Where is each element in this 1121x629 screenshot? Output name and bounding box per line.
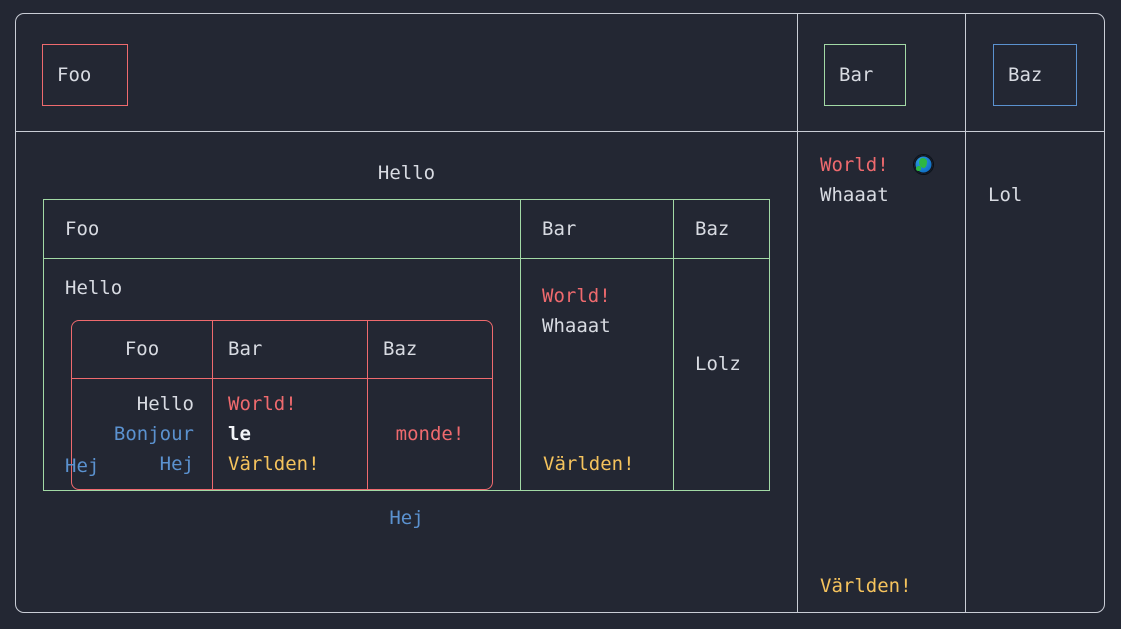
outer-body-cell-world: World! Whaaat Världen! <box>798 132 966 612</box>
middle-table-footer: Hej <box>389 507 424 530</box>
green-header-foo: Foo <box>44 200 521 259</box>
chip-foo-label: Foo <box>57 63 92 86</box>
red-body-line-varlden: Världen! <box>228 453 320 476</box>
chip-baz-label: Baz <box>1008 63 1043 86</box>
outer-body-cell-lol: Lol <box>966 132 1104 612</box>
red-body-line-le: le <box>228 423 251 446</box>
red-body-line-bonjour: Bonjour <box>113 423 194 446</box>
red-body-line-monde: monde! <box>395 423 465 446</box>
green-body-world-line2: Whaaat <box>542 315 611 338</box>
outer-body-lol-line1: Lol <box>988 184 1023 206</box>
chip-bar[interactable]: Bar <box>824 44 906 106</box>
green-body-world-text: World! Whaaat <box>521 259 673 341</box>
middle-table-wrapper: Hello Foo Bar Baz Hello <box>16 132 797 612</box>
outer-body-lol-text: Lol <box>966 132 1104 210</box>
red-header-baz: Baz <box>368 321 492 379</box>
red-body-line-world: World! <box>228 393 297 415</box>
red-body-cell-worlds: World! le Världen! <box>213 379 368 490</box>
chip-bar-label: Bar <box>839 63 874 86</box>
green-header-bar-label: Bar <box>542 217 577 240</box>
outer-table: Foo Bar Baz Hello Foo Bar Baz <box>15 13 1105 613</box>
green-body-world-bottom: Världen! <box>543 453 635 476</box>
red-body-line-hej: Hej <box>159 453 194 476</box>
earth-globe-icon <box>914 155 934 174</box>
outer-body-world-text: World! Whaaat <box>798 132 965 210</box>
green-body-hej-label: Hej <box>65 455 100 478</box>
middle-table-title: Hello <box>377 162 436 184</box>
green-header-baz: Baz <box>674 200 769 259</box>
green-body-cell-world: World! Whaaat Världen! <box>521 259 674 491</box>
outer-body-world-line1-wrap: World! <box>820 150 965 180</box>
red-header-bar-label: Bar <box>228 338 263 360</box>
chip-baz[interactable]: Baz <box>993 44 1077 106</box>
green-body-hello-label: Hello <box>65 277 123 299</box>
green-header-baz-label: Baz <box>695 217 730 240</box>
red-body-cell-greetings: Hello Bonjour Hej <box>72 379 213 490</box>
green-body-lolz-line1: Lolz <box>695 353 741 375</box>
red-table: Foo Bar Baz Hello Bonjour Hej <box>71 320 493 491</box>
red-body-line-hello: Hello <box>136 393 194 415</box>
green-body-cell-lolz: Lolz <box>674 259 769 490</box>
red-header-foo-label: Foo <box>124 338 160 360</box>
outer-header-cell-foo: Foo <box>16 14 798 132</box>
chip-foo[interactable]: Foo <box>42 44 128 106</box>
red-header-bar: Bar <box>213 321 368 379</box>
green-body-world-line1: World! <box>542 285 611 307</box>
outer-body-world-line2: Whaaat <box>820 184 889 207</box>
green-header-bar: Bar <box>521 200 674 259</box>
green-body-cell-hello: Hello Foo Bar Baz Hello <box>44 259 521 491</box>
red-body-cell-monde: monde! <box>368 379 492 489</box>
outer-body-cell-main: Hello Foo Bar Baz Hello <box>16 132 798 612</box>
outer-body-world-bottom: Världen! <box>820 575 912 597</box>
outer-header-cell-baz: Baz <box>966 14 1104 132</box>
red-header-baz-label: Baz <box>383 338 418 360</box>
red-header-foo: Foo <box>72 321 213 379</box>
green-body-lolz-text: Lolz <box>674 259 769 379</box>
green-header-foo-label: Foo <box>65 217 100 240</box>
outer-header-cell-bar: Bar <box>798 14 966 132</box>
outer-body-world-line1: World! <box>820 154 889 176</box>
green-table: Foo Bar Baz Hello Foo <box>43 199 770 492</box>
